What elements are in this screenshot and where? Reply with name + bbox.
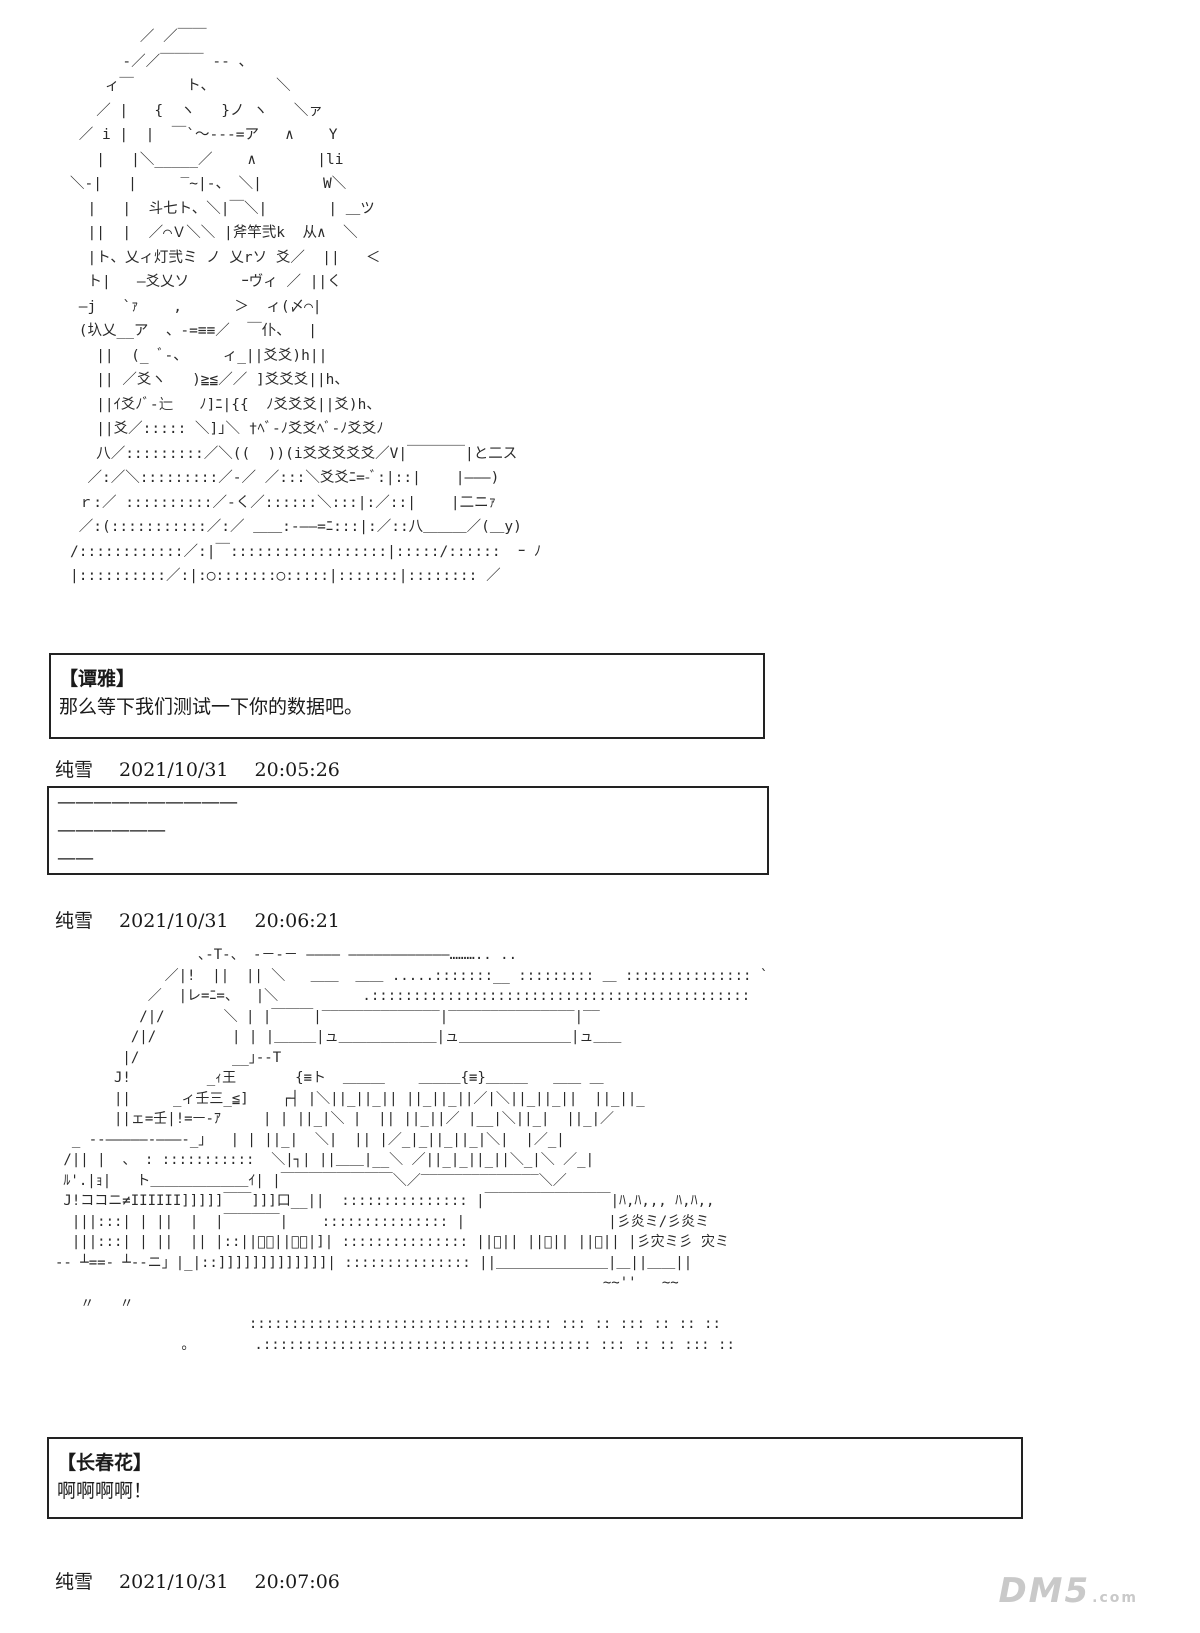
speaker-name: 【长春花】 xyxy=(57,1452,153,1474)
dash-line: —————————— xyxy=(57,791,238,813)
speaker-name: 【谭雅】 xyxy=(59,668,136,690)
site-watermark-logo: DM5.com xyxy=(998,1571,1138,1611)
dash-box: —————————— —————— —— xyxy=(47,786,769,875)
dialogue-box: 【长春花】 啊啊啊啊！ xyxy=(47,1437,1023,1519)
watermark-brand: DM5 xyxy=(998,1571,1091,1611)
post-time: 20:07:06 xyxy=(254,1571,340,1593)
watermark-suffix: .com xyxy=(1092,1590,1138,1606)
post-date: 2021/10/31 xyxy=(119,910,229,932)
dialogue-line: 那么等下我们测试一下你的数据吧。 xyxy=(59,696,364,718)
post-date: 2021/10/31 xyxy=(119,1571,229,1593)
post-meta: 纯雪 2021/10/31 20:05:26 xyxy=(55,758,366,782)
post-time: 20:06:21 xyxy=(254,910,340,932)
post-meta: 纯雪 2021/10/31 20:06:21 xyxy=(55,909,366,933)
dialogue-box: 【谭雅】 那么等下我们测试一下你的数据吧。 xyxy=(49,653,765,739)
post-meta: 纯雪 2021/10/31 20:07:06 xyxy=(55,1570,366,1594)
dash-line: —————— xyxy=(57,819,166,841)
ascii-art-street-scene: ､-T-、 -－-－ ―――― ――――――――――――……….. .. ／|!… xyxy=(55,947,769,1353)
dialogue-line: 啊啊啊啊！ xyxy=(57,1480,153,1502)
dash-line: —— xyxy=(57,847,94,869)
post-time: 20:05:26 xyxy=(254,759,340,781)
post-date: 2021/10/31 xyxy=(119,759,229,781)
ascii-art-character: ／ ／￣￣ -／／￣￣￣ ‐- 、 ィ￣ ト、 ＼ ／ | { ヽ }ノ ヽ ＼… xyxy=(70,29,542,584)
post-author: 纯雪 xyxy=(55,910,94,932)
post-author: 纯雪 xyxy=(55,1571,94,1593)
post-author: 纯雪 xyxy=(55,759,94,781)
